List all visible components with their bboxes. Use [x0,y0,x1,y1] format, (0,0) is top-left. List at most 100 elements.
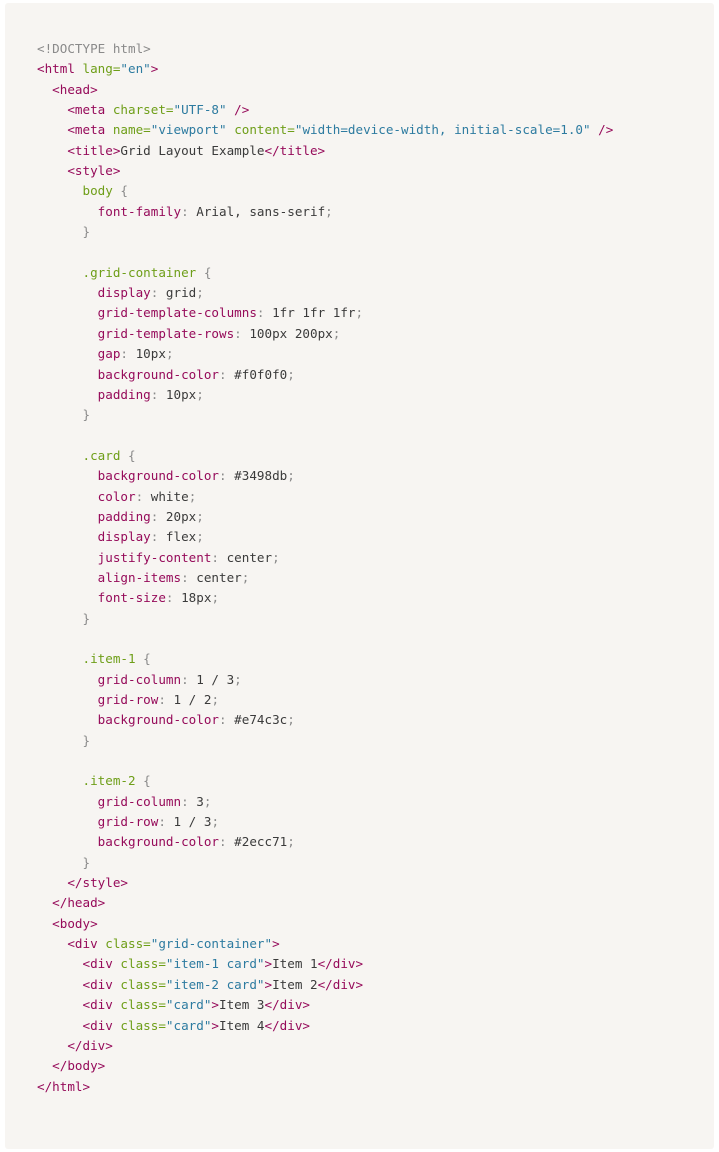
code-token-punct: : [135,488,144,504]
code-line: </html> [37,1077,714,1097]
code-token-attr: class= [105,936,151,952]
code-token-plain [37,590,98,605]
code-token-plain [37,692,98,707]
code-line: grid-template-columns: 1fr 1fr 1fr; [37,303,714,323]
code-token-punct: : [211,549,219,565]
code-token-attr: class= [120,956,166,972]
code-token-punct: } [82,854,91,870]
code-line: background-color: #f0f0f0; [37,365,714,385]
code-token-punct: } [82,407,91,423]
code-token-punct: : [219,712,227,728]
code-line: padding: 20px; [37,507,714,527]
code-line: font-size: 18px; [37,588,714,608]
code-token-plain: 1 / 2 [165,692,212,707]
code-token-plain [37,550,98,565]
code-line [37,629,714,649]
code-token-plain [37,794,98,809]
code-token-prop: font-size [97,590,166,606]
code-line: <title>Grid Layout Example</title> [37,141,714,161]
code-token-tag: <div [67,936,106,952]
code-token-plain [37,326,98,341]
code-line: padding: 10px; [37,385,714,405]
code-token-plain [37,773,83,788]
code-token-tag: <div [82,956,121,972]
code-token-tag: <title> [67,142,121,158]
code-line: <div class="item-1 card">Item 1</div> [37,954,714,974]
code-token-plain [37,875,67,890]
code-token-tag: > [211,1017,220,1033]
code-token-prop: justify-content [97,549,212,565]
code-token-punct: ; [196,386,204,402]
code-token-tag: <div [82,1017,121,1033]
code-token-tag: <head> [52,81,98,97]
code-token-str: "UTF-8" [173,102,227,118]
code-token-punct: } [82,732,91,748]
code-token-tag: <div [82,976,121,992]
code-line: <html lang="en"> [37,59,714,79]
code-token-selector: .item-2 [82,773,136,789]
code-token-plain [37,367,98,382]
code-token-plain [37,712,98,727]
code-token-punct: : [120,346,129,362]
code-token-plain [37,997,83,1012]
code-token-punct: ; [325,203,333,219]
code-line: .item-1 { [37,649,714,669]
code-token-plain [37,448,83,463]
code-token-punct: { [120,447,136,463]
code-token-plain [37,570,98,585]
code-line: gap: 10px; [37,344,714,364]
code-token-plain [37,82,52,97]
code-text[interactable]: <!DOCTYPE html><html lang="en"> <head> <… [37,39,714,1097]
code-token-punct: ; [287,468,295,484]
code-line: <body> [37,914,714,934]
code-token-plain [37,265,83,280]
code-token-punct: { [196,264,212,280]
code-line: body { [37,181,714,201]
code-token-plain [37,529,98,544]
code-token-prop: gap [97,346,121,362]
code-token-plain [37,204,98,219]
code-token-str: "grid-container" [150,936,273,952]
code-token-attr: lang= [82,61,121,77]
code-token-punct: : [181,793,189,809]
code-token-str: "card" [165,997,212,1013]
code-token-plain: #e74c3c [226,712,288,728]
code-token-plain [37,1058,52,1073]
code-line: justify-content: center; [37,548,714,568]
code-token-punct: ; [196,285,204,301]
code-line: background-color: #3498db; [37,466,714,486]
code-line: </head> [37,893,714,913]
code-token-plain [37,956,83,971]
code-token-prop: grid-row [97,814,159,830]
code-token-punct: ; [287,834,295,850]
code-token-punct: } [82,610,91,626]
code-token-str: "en" [120,61,151,77]
code-token-punct: : [219,834,227,850]
code-token-attr: name= [112,122,151,138]
code-token-plain: 1 / 3 [188,671,235,687]
code-line: font-family: Arial, sans-serif; [37,202,714,222]
code-token-punct: : [181,203,189,219]
code-line: <style> [37,161,714,181]
code-token-plain [37,489,98,504]
code-token-plain: 18px [173,590,212,606]
code-token-tag: </div> [264,1017,311,1033]
code-token-punct: ; [211,590,220,606]
code-token-plain: flex [158,529,197,545]
code-token-tag: /> [590,122,614,138]
code-token-plain: Item 3 [219,997,265,1013]
code-token-tag: </head> [52,895,106,911]
code-token-attr: content= [234,122,295,138]
code-line: <!DOCTYPE html> [37,39,714,59]
code-token-punct: ; [196,529,204,545]
code-line: display: grid; [37,283,714,303]
code-token-str: "card" [165,1017,212,1033]
code-line: </body> [37,1056,714,1076]
code-token-punct: ; [241,569,250,585]
code-token-plain [37,468,98,483]
code-token-plain [37,834,98,849]
code-token-plain [37,977,83,992]
code-line: <div class="card">Item 4</div> [37,1016,714,1036]
code-line: <meta charset="UTF-8" /> [37,100,714,120]
code-token-punct: : [256,305,265,321]
